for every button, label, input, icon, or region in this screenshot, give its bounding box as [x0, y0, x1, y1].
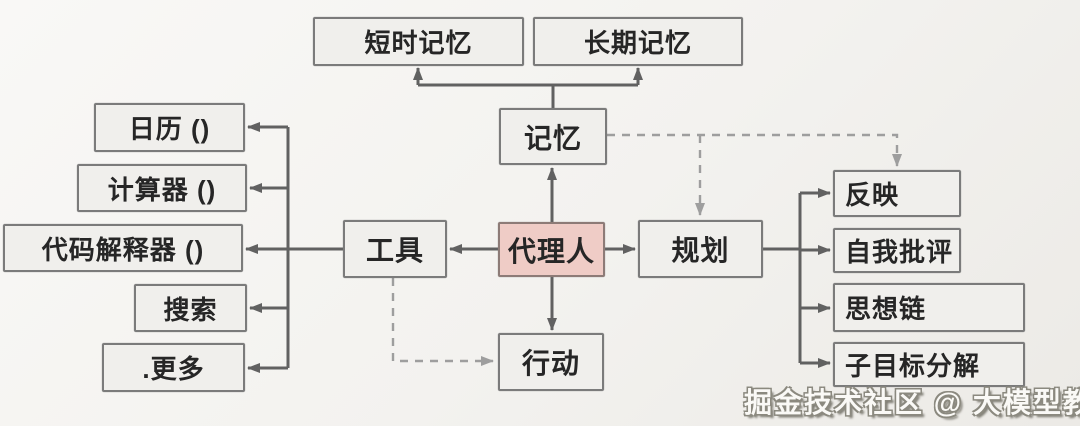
- node-search: 搜索: [134, 284, 247, 332]
- node-code-interpreter: 代码解释器 (): [3, 224, 243, 272]
- node-more: .更多: [102, 343, 245, 392]
- edge-tools-to-action-dashed: [391, 278, 494, 366]
- node-planning: 规划: [638, 220, 763, 278]
- edge-planning-rail: [763, 193, 802, 363]
- node-tools: 工具: [343, 220, 447, 278]
- node-calendar: 日历 (): [94, 103, 245, 152]
- edge-memory-children-rail: [418, 83, 638, 108]
- node-reflection: 反映: [833, 170, 961, 217]
- node-agent: 代理人: [498, 222, 605, 277]
- node-long-term-memory: 长期记忆: [533, 17, 743, 66]
- node-subgoal-decomposition: 子目标分解: [833, 342, 1025, 387]
- node-self-critique: 自我批评: [833, 228, 961, 273]
- watermark: 掘金技术社区 @ 大模型教程: [744, 387, 1080, 418]
- node-short-term-memory: 短时记忆: [313, 17, 524, 66]
- node-chain-of-thought: 思想链: [833, 283, 1025, 332]
- node-action: 行动: [498, 333, 604, 391]
- node-calculator: 计算器 (): [77, 164, 247, 212]
- node-memory: 记忆: [499, 108, 607, 165]
- edge-memory-to-reflection-dashed: [607, 133, 902, 167]
